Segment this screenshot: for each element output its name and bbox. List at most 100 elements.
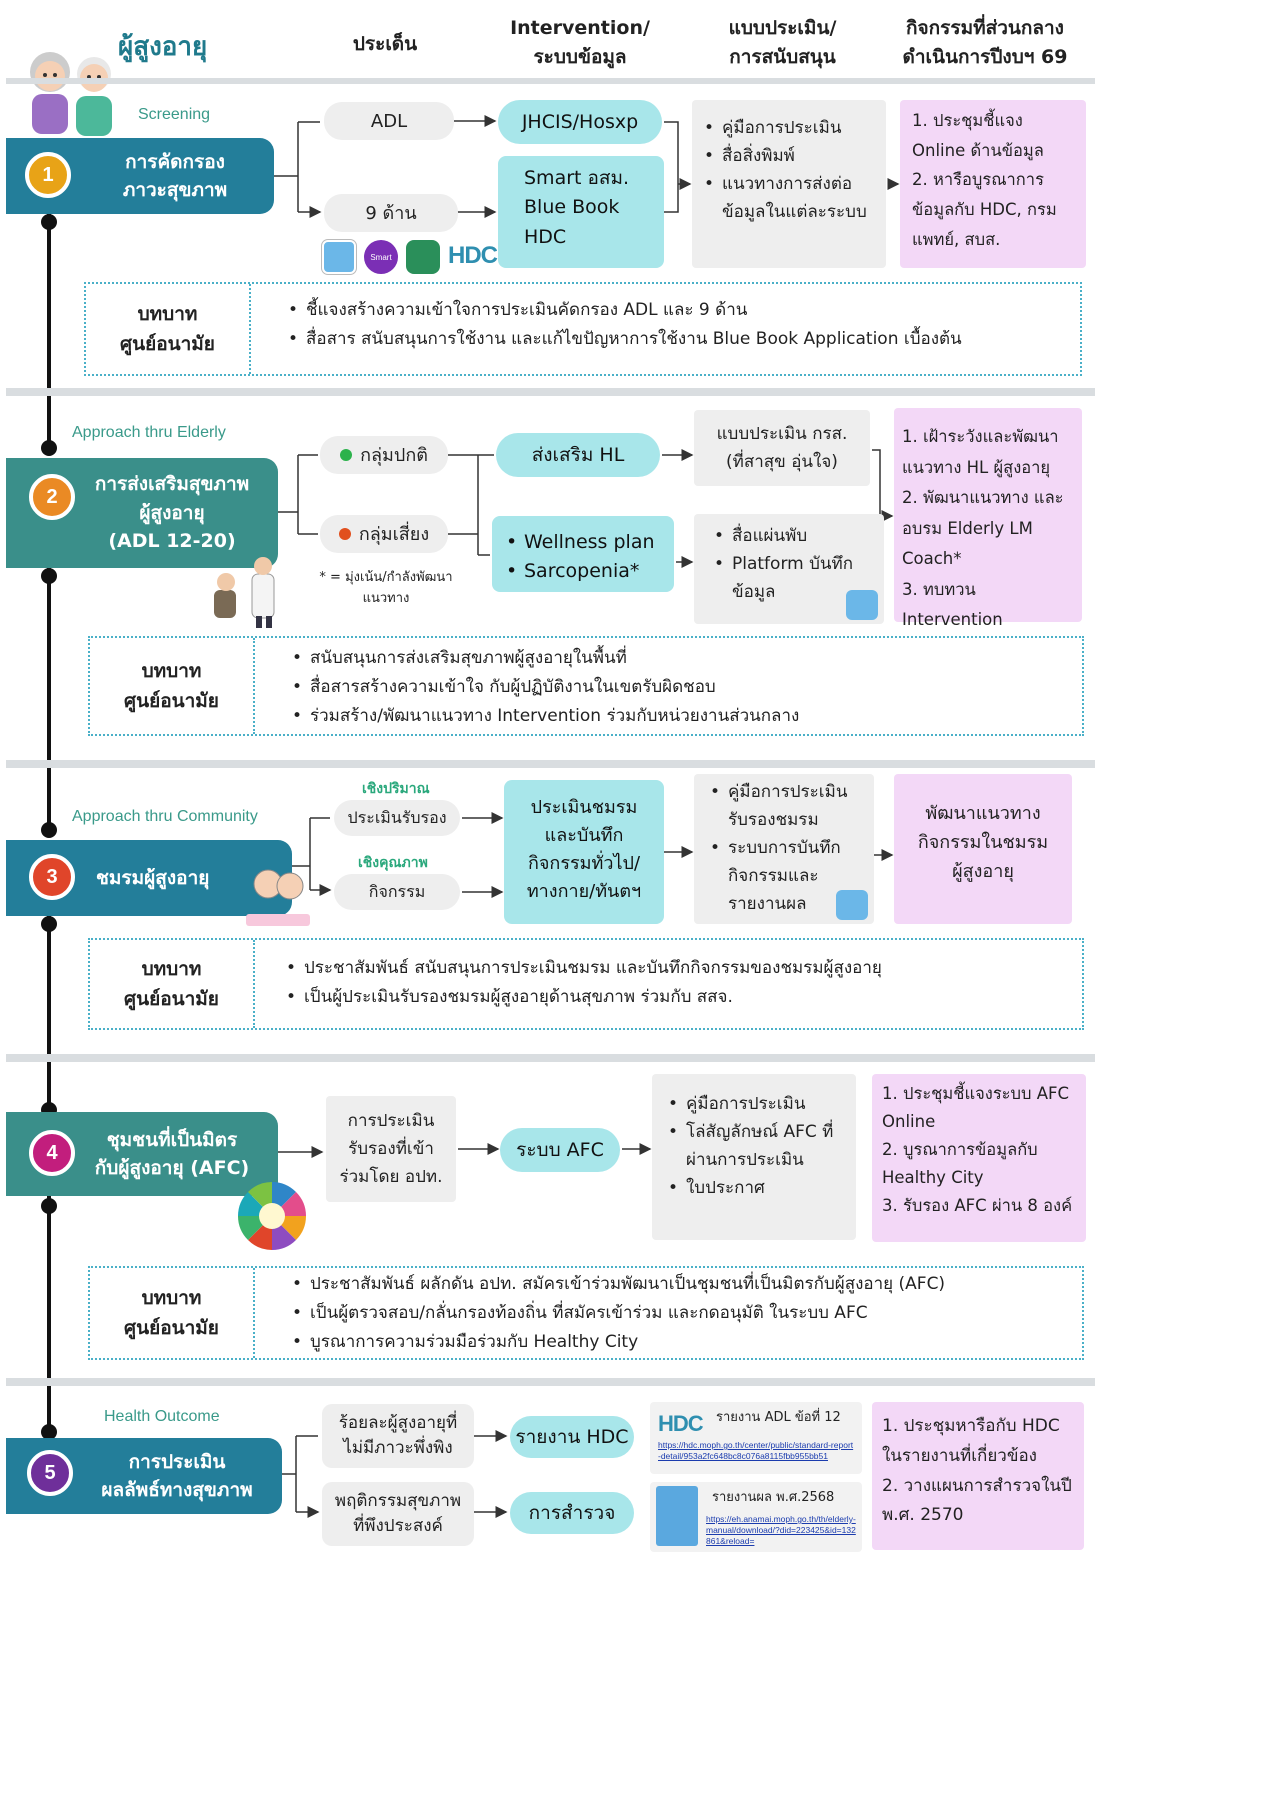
timeline-line [47,914,51,1110]
step-number-5: 5 [27,1450,73,1496]
timeline-dot [41,1424,57,1440]
role-title: บทบาทศูนย์อนามัย [90,1268,255,1358]
issue-certify: ประเมินรับรอง [334,800,460,836]
role-item: เป็นผู้ประเมินรับรองชมรมผู้สูงอายุด้านสุ… [284,983,882,1012]
issue-afc-assessment: การประเมินรับรองที่เข้าร่วมโดย อปท. [326,1096,456,1202]
header-issue: ประเด็น [352,33,418,55]
issue-activity: กิจกรรม [334,874,460,910]
assessment-support-3: คู่มือการประเมินรับรองชมรมระบบการบันทึกก… [694,774,874,924]
issue-9-domains: 9 ด้าน [324,194,458,232]
timeline-dot [41,440,57,456]
timeline-line [47,212,51,452]
stage-label-elderly: Approach thru Elderly [72,424,226,441]
step-number-2: 2 [29,474,75,520]
page-title: ผู้สูงอายุ [118,32,208,62]
role-item: ประชาสัมพันธ์ สนับสนุนการประเมินชมรม และ… [284,954,882,983]
smart-osm-icon: Smart [364,240,398,274]
central-activities-1: 1. ประชุมชี้แจง Online ด้านข้อมูล 2. หาร… [900,100,1086,268]
app-icons: Smart HDC [322,240,502,276]
header-central: กิจกรรมที่ส่วนกลางดำเนินการปีงบฯ 69 [902,17,1068,69]
issue-adl: ADL [324,102,454,140]
hdc-logo: HDC [658,1411,704,1436]
role-item: ร่วมสร้าง/พัฒนาแนวทาง Intervention ร่วมก… [290,702,799,731]
section-separator [6,1378,1095,1386]
system-jhcis-hosxp: JHCIS/Hosxp [498,100,662,144]
assessment-support-2: สื่อแผ่นพับPlatform บันทึกข้อมูล [694,514,884,624]
role-item: สื่อสาร สนับสนุนการใช้งาน และแก้ไขปัญหาก… [286,325,962,354]
timeline-dot [41,822,57,838]
report2-title: รายงานผล พ.ศ.2568 [712,1490,835,1505]
report2-link[interactable]: https://eh.anamai.moph.go.th/th/elderly-… [706,1514,856,1547]
connector-lines [274,115,1095,1568]
system-afc: ระบบ AFC [500,1128,620,1172]
timeline-dot [41,916,57,932]
system-wellness: Wellness planSarcopenia* [492,516,674,592]
role-item: สื่อสารสร้างความเข้าใจ กับผู้ปฏิบัติงานใ… [290,673,799,702]
blue-book-icon [322,240,356,274]
orange-dot-icon [338,528,351,540]
header-intervention: Intervention/ระบบข้อมูล [510,17,650,69]
banner-outcome: การประเมินผลลัพธ์ทางสุขภาพ [6,1438,282,1514]
elderly-club-illustration [246,860,310,926]
role-item: บูรณาการความร่วมมือร่วมกับ Healthy City [290,1328,945,1357]
assessment-support-4: คู่มือการประเมินโล่สัญลักษณ์ AFC ที่ผ่าน… [652,1074,856,1240]
role-title: บทบาทศูนย์อนามัย [90,638,255,734]
group-normal: กลุ่มปกติ [320,436,448,474]
report1-title: รายงาน ADL ข้อที่ 12 [716,1410,841,1425]
system-promote-hl: ส่งเสริม HL [496,433,660,477]
stage-label-screening: Screening [138,106,211,123]
timeline-line [47,566,51,830]
stage-label-outcome: Health Outcome [104,1408,220,1425]
header-separator [6,78,1095,84]
timeline-line [47,1196,51,1432]
report-hdc-box: HDC รายงาน ADL ข้อที่ 12 https://hdc.mop… [650,1402,862,1474]
stage-label-community: Approach thru Community [72,808,258,825]
section-separator [6,760,1095,768]
issue-no-dependency: ร้อยละผู้สูงอายุที่ไม่มีภาวะพึ่งพิง [322,1404,474,1468]
step-number-4: 4 [29,1130,75,1176]
green-dot-icon [340,449,353,461]
blue-book-icon [836,890,868,920]
hdc-logo: HDC [448,242,498,269]
role-title: บทบาทศูนย์อนามัย [86,284,251,374]
afc-wheel-icon [236,1180,308,1252]
quality-label: เชิงคุณภาพ [358,855,428,871]
system-hdc-report: รายงาน HDC [510,1416,634,1458]
header-assessment: แบบประเมิน/การสนับสนุน [728,17,837,69]
app-icon [406,240,440,274]
role-item: เป็นผู้ตรวจสอบ/กลั่นกรองท้องถิ่น ที่สมัค… [290,1299,945,1328]
group-risk: กลุ่มเสี่ยง [320,515,448,553]
section-separator [6,388,1095,396]
assessment-support-1: คู่มือการประเมิน สื่อสิ่งพิมพ์ แนวทางการ… [692,100,886,268]
issue-health-behavior: พฤติกรรมสุขภาพที่พึงประสงค์ [322,1482,474,1546]
central-activities-3: พัฒนาแนวทางกิจกรรมในชมรมผู้สูงอายุ [894,774,1072,924]
role-title: บทบาทศูนย์อนามัย [90,940,255,1028]
central-activities-5: 1. ประชุมหารือกับ HDC ในรายงานที่เกี่ยวข… [872,1402,1084,1550]
quantity-label: เชิงปริมาณ [362,781,430,797]
report1-link[interactable]: https://hdc.moph.go.th/center/public/sta… [658,1440,854,1462]
blue-book-icon [846,590,878,620]
report-survey-box: รายงานผล พ.ศ.2568 https://eh.anamai.moph… [650,1482,862,1552]
focus-note: * = มุ่งเน้น/กำลังพัฒนาแนวทาง [319,570,453,606]
assessment-form: แบบประเมิน กรส.(ที่สาสุข อุ่นใจ) [694,410,870,486]
step-number-3: 3 [29,854,75,900]
role-item: สนับสนุนการส่งเสริมสุขภาพผู้สูงอายุในพื้… [290,644,799,673]
survey-cover-icon [656,1486,698,1546]
role-item: ชี้แจงสร้างความเข้าใจการประเมินคัดกรอง A… [286,296,962,325]
timeline-dot [41,568,57,584]
timeline-dot [41,214,57,230]
role-item: ประชาสัมพันธ์ ผลักดัน อปท. สมัครเข้าร่วม… [290,1270,945,1299]
system-club-assessment: ประเมินชมรมและบันทึกกิจกรรมทั่วไป/ทางกาย… [504,780,664,924]
central-activities-4: 1. ประชุมชี้แจงระบบ AFC Online 2. บูรณาก… [872,1074,1086,1242]
system-survey: การสำรวจ [510,1492,634,1534]
timeline-dot [41,1198,57,1214]
step-number-1: 1 [25,152,71,198]
doctor-patient-illustration [208,556,288,630]
section-separator [6,1054,1095,1062]
central-activities-2: 1. เฝ้าระวังและพัฒนาแนวทาง HL ผู้สูงอายุ… [894,408,1082,629]
